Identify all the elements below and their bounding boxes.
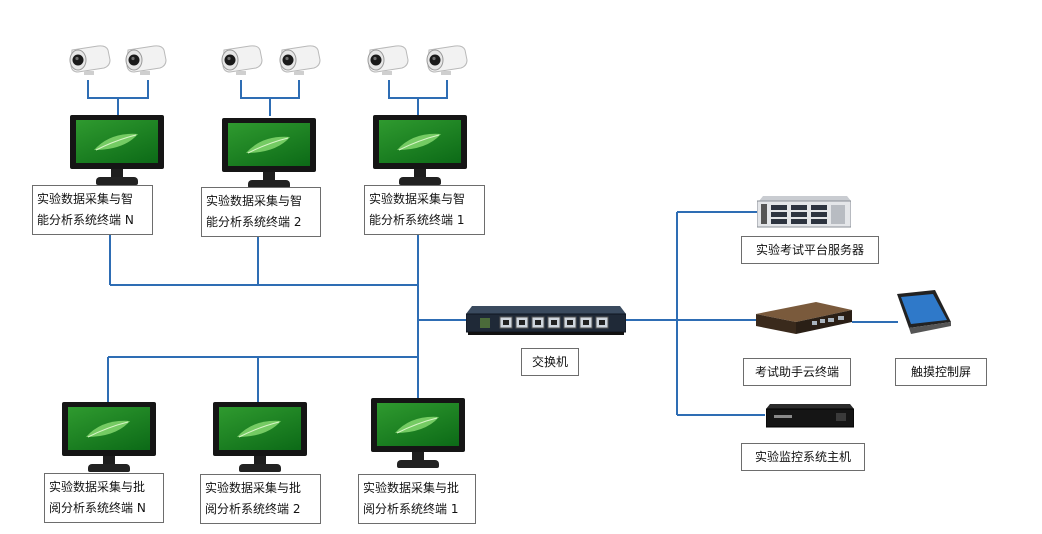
camera-icon [279,45,321,76]
monitor-host-label: 实验监控系统主机 [741,443,865,471]
label-line: 实验数据采集与智 [206,194,303,208]
monitor-icon [70,115,164,187]
label-line: 实验数据采集与智 [369,192,466,206]
monitor-icon [222,118,316,190]
switch-label: 交换机 [521,348,579,376]
monitor-icon [213,402,307,474]
camera-link-1 [388,80,448,99]
camera-icon [367,45,409,76]
label-line: 实验数据采集与批 [363,481,460,495]
label-line: 阅分析系统终端 1 [363,502,459,516]
label-line: 阅分析系统终端 2 [205,502,301,516]
camera-icon [426,45,468,76]
camera-link-2 [240,80,300,99]
camera-icon [125,45,167,76]
acq-terminal-2-label: 实验数据采集与智 能分析系统终端 2 [201,187,321,237]
label-line: 能分析系统终端 N [37,213,134,227]
monitor-icon [62,402,156,474]
label-line: 阅分析系统终端 N [49,501,146,515]
review-terminal-2-label: 实验数据采集与批 阅分析系统终端 2 [200,474,321,524]
camera-icon [69,45,111,76]
review-terminal-n-label: 实验数据采集与批 阅分析系统终端 N [44,473,164,523]
monitor-icon [371,398,465,470]
server-label: 实验考试平台服务器 [741,236,879,264]
label-line: 实验数据采集与批 [49,480,146,494]
label-line: 实验数据采集与智 [37,192,134,206]
label-line: 能分析系统终端 2 [206,215,302,229]
server-icon [757,196,851,228]
camera-icon [221,45,263,76]
cloud-terminal-label: 考试助手云终端 [743,358,851,386]
camera-link-n [87,80,149,99]
touch-screen-label: 触摸控制屏 [895,358,987,386]
review-terminal-1-label: 实验数据采集与批 阅分析系统终端 1 [358,474,476,524]
touch-screen-icon [897,290,951,334]
switch-icon [466,306,626,335]
acq-terminal-1-label: 实验数据采集与智 能分析系统终端 1 [364,185,485,235]
cloud-terminal-icon [756,302,852,334]
monitor-icon [373,115,467,187]
acq-terminal-n-label: 实验数据采集与智 能分析系统终端 N [32,185,153,235]
label-line: 实验数据采集与批 [205,481,302,495]
label-line: 能分析系统终端 1 [369,213,465,227]
monitor-host-icon [766,404,854,428]
